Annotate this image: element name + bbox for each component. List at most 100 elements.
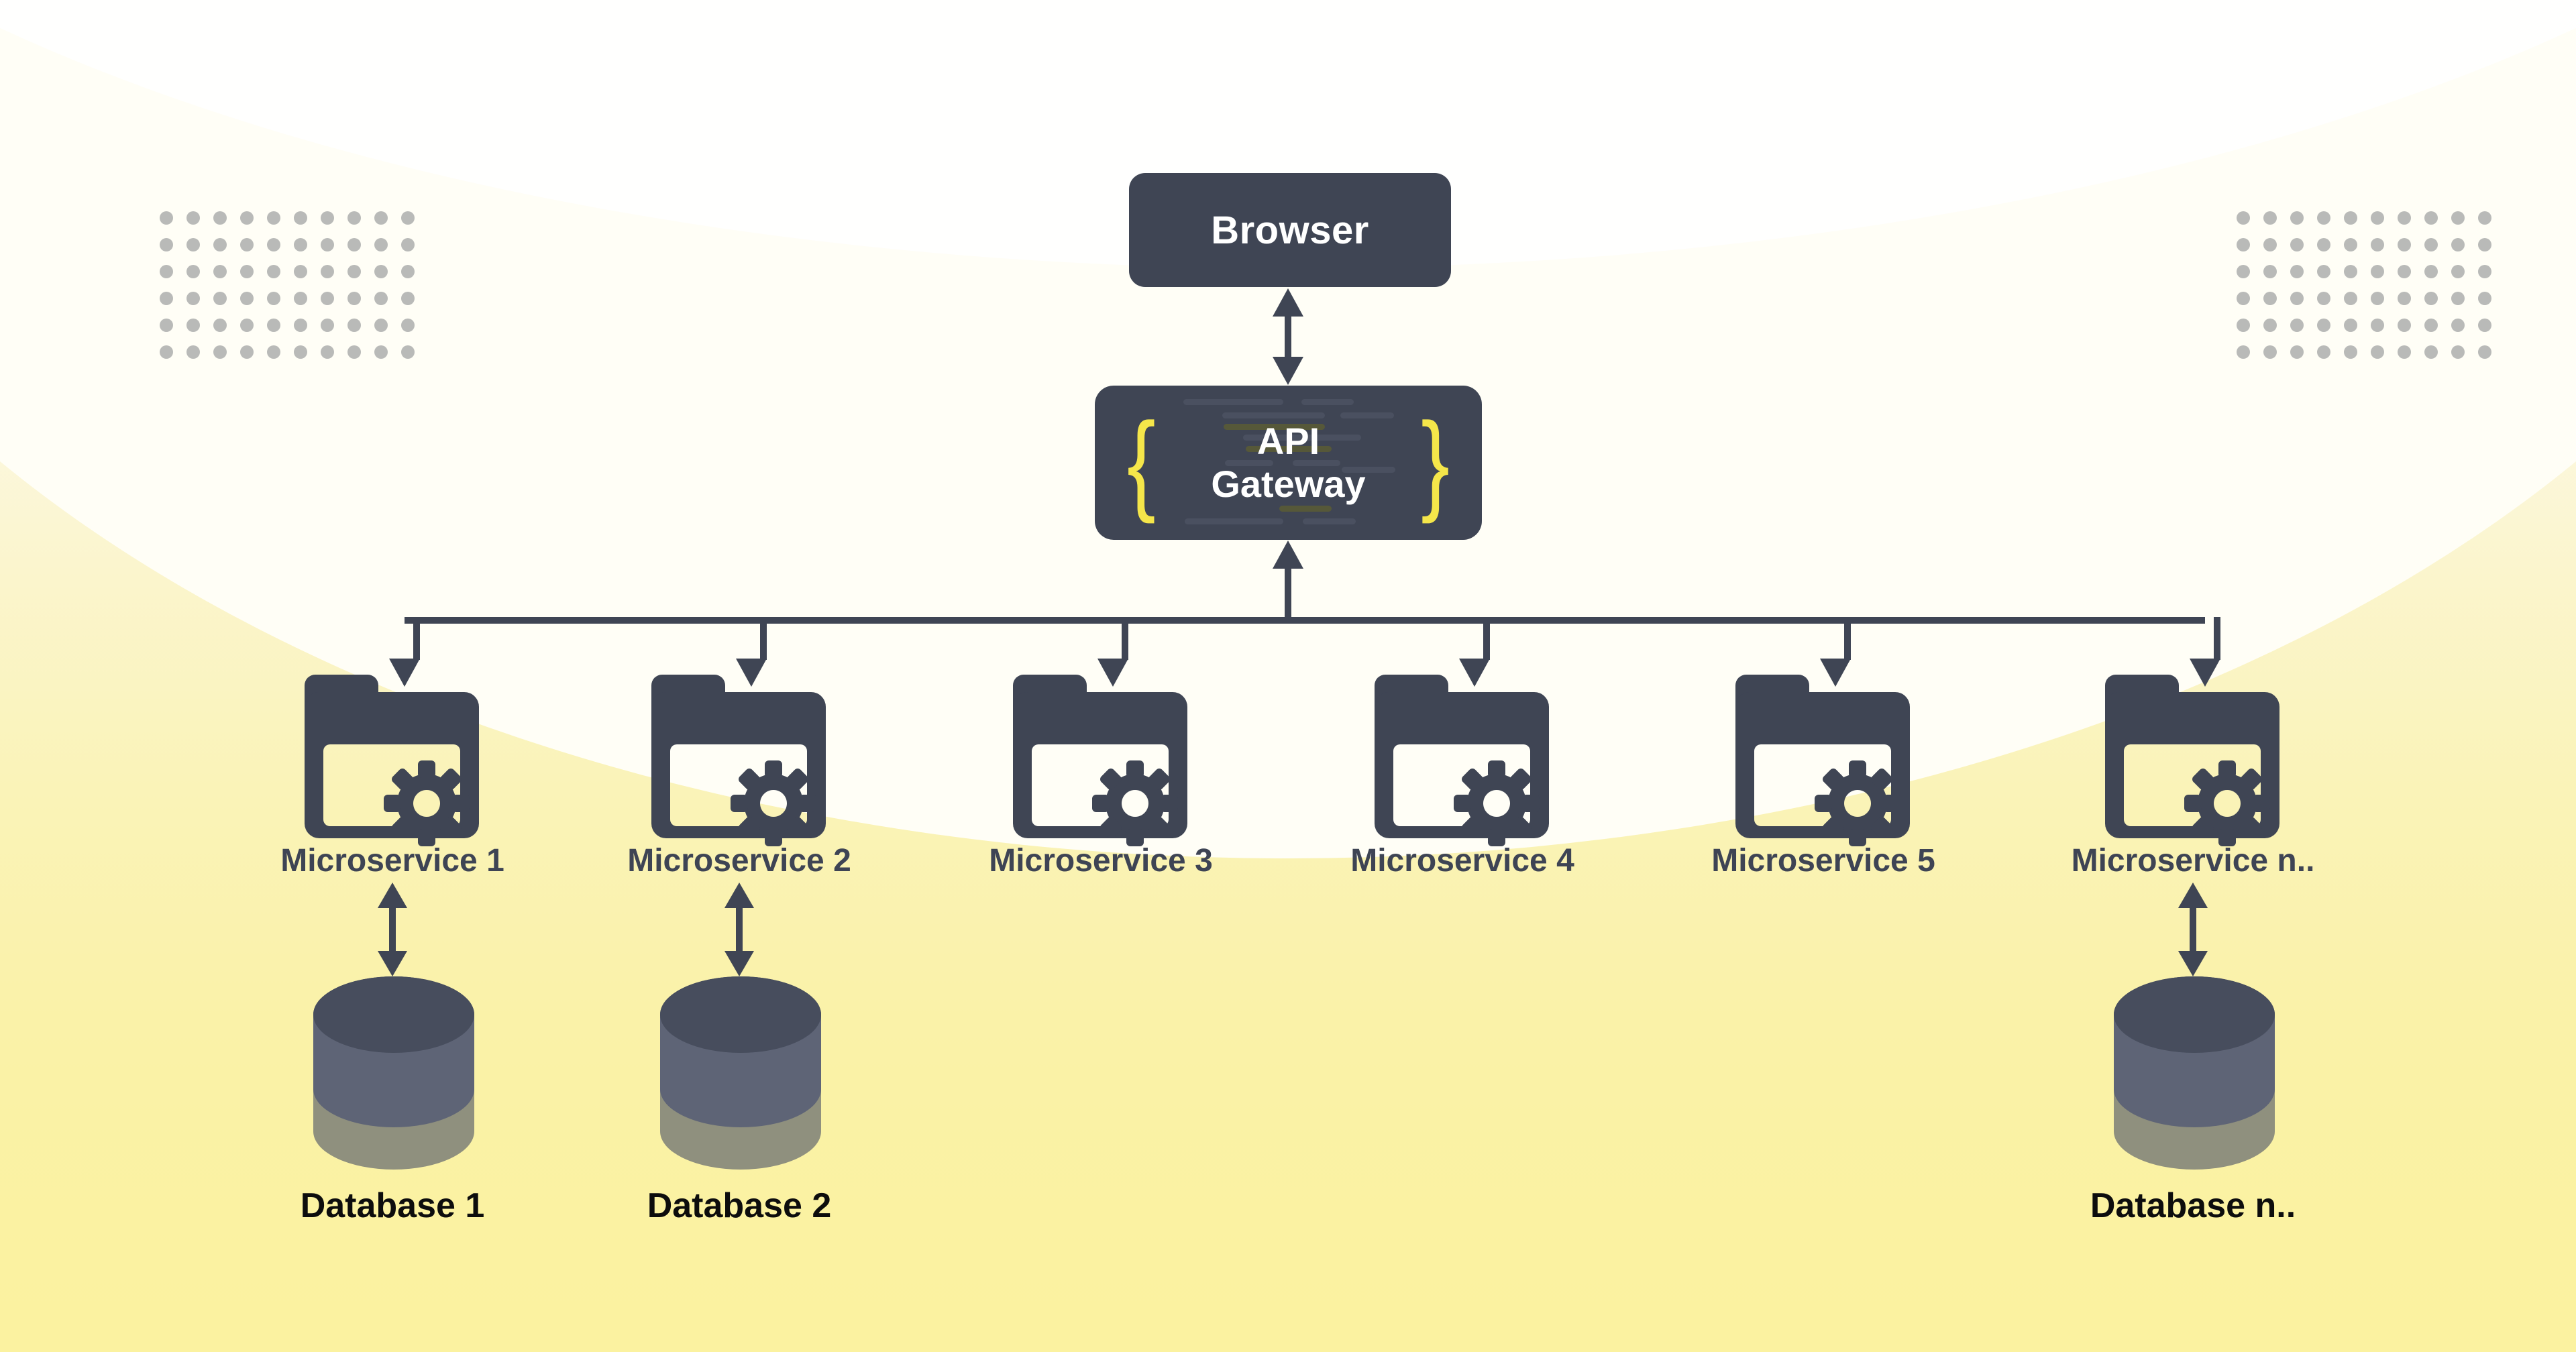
dot [2398,238,2411,251]
dot [2424,345,2438,359]
dot [2237,345,2250,359]
bus-gateway-arrow-shaft [1285,567,1291,618]
dot [2371,345,2384,359]
bus-gateway-arrowhead [1273,541,1303,569]
dot [347,211,361,225]
dot [2424,292,2438,305]
dot [2371,319,2384,332]
dot [240,211,254,225]
dot [2290,319,2304,332]
dot [160,292,173,305]
dot [2317,319,2330,332]
dot [2290,292,2304,305]
dot [2451,265,2465,278]
code-line [1183,399,1283,405]
dot [347,238,361,251]
ms-db-arrow-shaft [736,905,743,952]
microservice-label: Microservice 5 [1711,843,1935,879]
browser-gateway-arrow-shaft [1285,313,1291,359]
dot [374,238,388,251]
dot [2317,238,2330,251]
dot [321,238,334,251]
dot [2237,211,2250,225]
drop-arrow-shaft [1483,617,1490,660]
dot [2317,211,2330,225]
drop-arrow-shaft [2214,617,2220,660]
dot [240,265,254,278]
dot [2317,265,2330,278]
code-line [1301,399,1354,405]
drop-arrowhead [2190,659,2220,687]
drop-arrowhead [1459,659,1490,687]
dot [267,319,280,332]
microservice-label: Microservice n.. [2071,843,2315,879]
dot [2344,238,2357,251]
database-cylinder-icon [2114,976,2275,1170]
dot [347,292,361,305]
code-line [1303,518,1356,524]
dot [2237,265,2250,278]
dot [2263,319,2277,332]
dot [401,265,415,278]
dot [2290,238,2304,251]
database-label: Database 1 [300,1186,485,1225]
api-gateway-node: { } API Gateway [1095,386,1482,540]
dot [267,345,280,359]
drop-arrowhead [389,659,420,687]
dot [240,292,254,305]
dot [213,292,227,305]
dot [401,238,415,251]
dot [294,345,307,359]
dot [2478,292,2491,305]
code-line [1222,412,1325,418]
folder-gear-icon [651,675,826,846]
dot [401,319,415,332]
folder-gear-icon [1735,675,1910,846]
dot [2451,238,2465,251]
dot [347,265,361,278]
curly-brace-left-icon: { [1127,400,1156,525]
drop-arrowhead [1820,659,1851,687]
dot [2451,292,2465,305]
dot [267,292,280,305]
code-line [1279,506,1332,512]
dot [2237,319,2250,332]
dot [213,238,227,251]
dot [160,211,173,225]
dot [213,211,227,225]
dot [294,319,307,332]
browser-label: Browser [1211,208,1369,252]
dot [401,292,415,305]
ms-db-arrow-shaft [2190,905,2196,952]
dot [2237,292,2250,305]
dot [160,238,173,251]
dot [2344,292,2357,305]
folder-gear-icon [305,675,479,846]
dot-grid-right [2237,211,2491,359]
dot [374,345,388,359]
dot [294,238,307,251]
folder-gear-icon [2105,675,2279,846]
dot [2263,211,2277,225]
dot [186,211,200,225]
dot [401,345,415,359]
dot [2424,211,2438,225]
dot [2263,238,2277,251]
dot [2398,265,2411,278]
dot [267,265,280,278]
dot [2424,265,2438,278]
dot [2344,345,2357,359]
bottom-border [0,1352,2576,1360]
microservice-label: Microservice 2 [627,843,851,879]
dot [186,265,200,278]
dot [2263,345,2277,359]
drop-arrow-shaft [1122,617,1128,660]
dot [2398,211,2411,225]
database-label: Database n.. [2090,1186,2296,1225]
dot [160,345,173,359]
dot [2371,292,2384,305]
dot [240,319,254,332]
dot [347,345,361,359]
dot [2263,292,2277,305]
